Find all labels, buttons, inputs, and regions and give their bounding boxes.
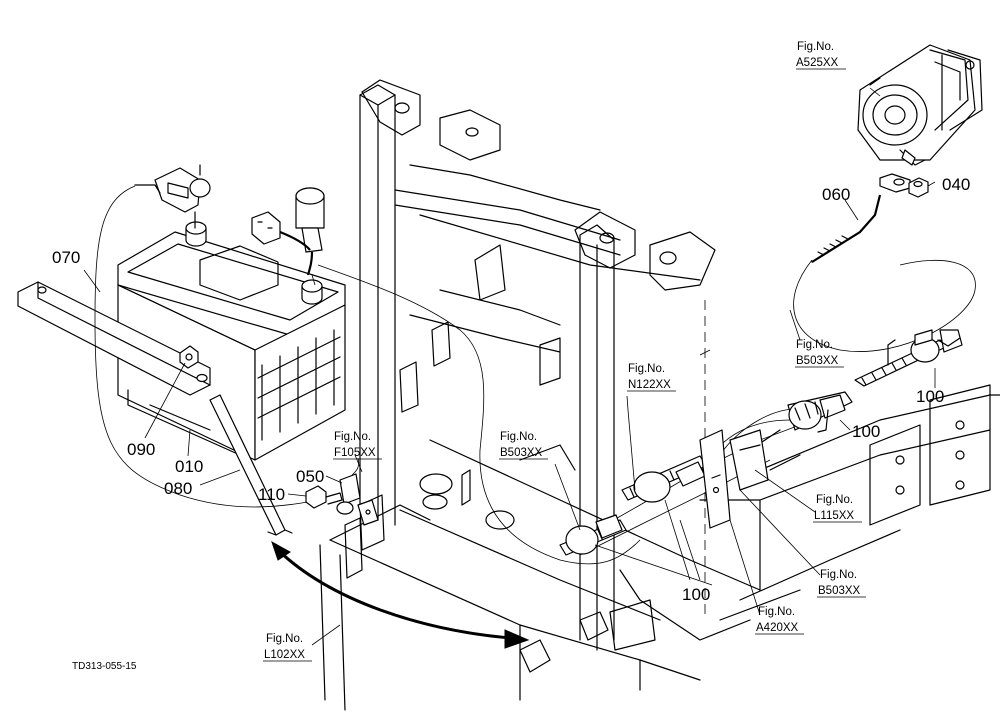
part-080-label: 080 — [164, 479, 192, 498]
ground-bracket — [357, 499, 379, 526]
part-100-lower-label: 100 — [682, 585, 710, 604]
hold-nut — [179, 345, 199, 369]
fig-ref-b503-mid: Fig.No. B503XX — [499, 431, 548, 460]
fig-code-l102: L102XX — [264, 649, 305, 661]
fig-ref-f105: Fig.No. F105XX — [333, 431, 382, 460]
part-070-label: 070 — [52, 248, 80, 267]
fig-ref-a525: Fig.No. A525XX — [796, 41, 846, 70]
part-090-label: 090 — [127, 440, 155, 459]
fig-ref-l115: Fig.No. L115XX — [813, 494, 862, 523]
clamp-right — [854, 329, 963, 387]
part-110-label: 110 — [258, 485, 285, 504]
fig-label: Fig.No. — [820, 569, 857, 581]
fig-code-a420: A420XX — [756, 622, 799, 634]
part-060-label: 060 — [822, 185, 850, 204]
chassis-frame — [319, 79, 1000, 711]
clamp-center — [621, 429, 769, 529]
hold-bolt — [209, 394, 293, 536]
fig-ref-b503-right: Fig.No. B503XX — [795, 339, 844, 368]
battery-hold-bar — [17, 281, 211, 396]
fig-label: Fig.No. — [628, 363, 665, 375]
battery-sensor-plug — [251, 187, 325, 276]
fig-label: Fig.No. — [758, 606, 795, 618]
battery — [117, 221, 346, 461]
terminal-nut — [908, 177, 929, 198]
fig-ref-l102: Fig.No. L102XX — [263, 633, 312, 662]
starter-motor — [857, 44, 983, 166]
negative-terminal-cable — [134, 164, 211, 229]
fig-code-a525: A525XX — [796, 57, 839, 69]
positive-cable — [311, 264, 641, 565]
part-100-mid-label: 100 — [852, 422, 880, 441]
fig-code-b503-mid: B503XX — [500, 447, 543, 459]
part-010-label: 010 — [175, 457, 203, 476]
ground-cable — [336, 457, 361, 515]
clamp-left — [559, 514, 627, 556]
part-050-label: 050 — [296, 467, 324, 486]
diagram-code: TD313-055-15 — [72, 661, 137, 672]
fig-code-f105: F105XX — [334, 447, 376, 459]
fig-ref-b503-lower: Fig.No. B503XX — [817, 569, 866, 598]
fig-label: Fig.No. — [796, 339, 833, 351]
part-040-label: 040 — [942, 175, 970, 194]
mounting-arrow — [271, 540, 530, 649]
fig-label: Fig.No. — [334, 431, 371, 443]
fig-label: Fig.No. — [797, 41, 834, 53]
fig-label: Fig.No. — [816, 494, 853, 506]
ground-bolt — [305, 485, 343, 509]
starter-cable-terminal — [811, 173, 911, 263]
leader-lines — [83, 87, 936, 646]
fig-code-n122: N122XX — [628, 379, 671, 391]
fig-code-l115: L115XX — [814, 510, 854, 522]
fig-code-b503-lower: B503XX — [818, 585, 861, 597]
fig-ref-n122: Fig.No. N122XX — [627, 363, 676, 392]
fig-ref-a420: Fig.No. A420XX — [755, 606, 804, 635]
negative-cable — [94, 185, 321, 508]
part-100-right-label: 100 — [916, 387, 944, 406]
clamp-mid-right — [787, 391, 853, 433]
fig-code-b503-right: B503XX — [796, 355, 839, 367]
fig-label: Fig.No. — [266, 633, 303, 645]
fig-label: Fig.No. — [500, 431, 537, 443]
